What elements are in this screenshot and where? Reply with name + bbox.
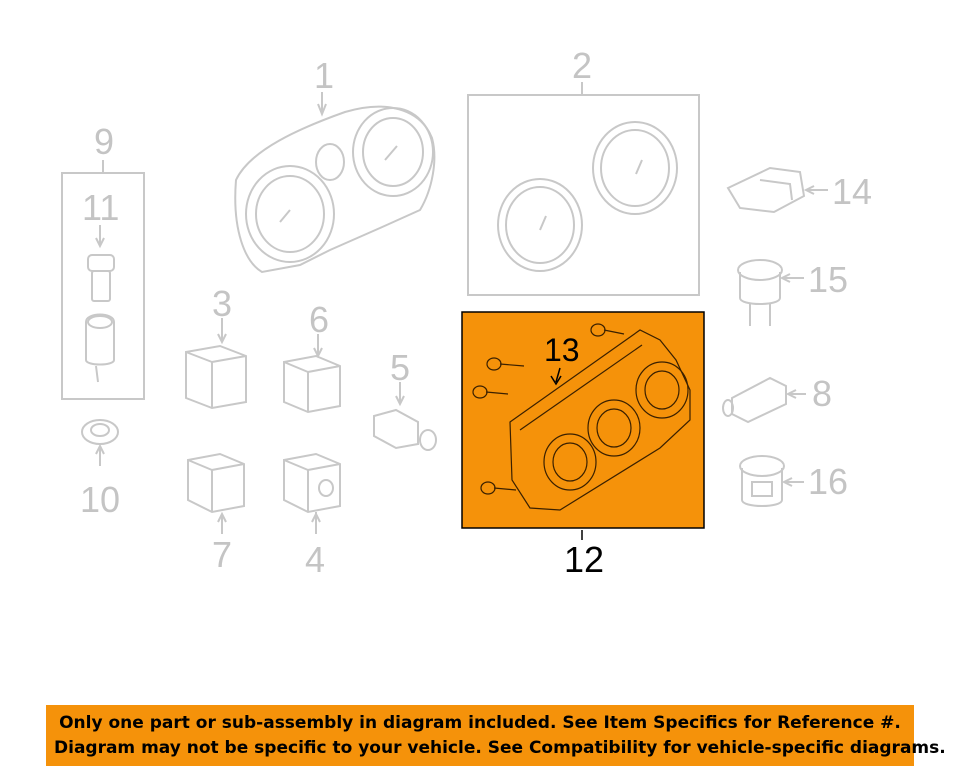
callout-2: 2 [572, 45, 593, 86]
disclaimer-line-2: Diagram may not be specific to your vehi… [54, 738, 946, 758]
disclaimer-banner: Only one part or sub-assembly in diagram… [46, 705, 946, 766]
part-2-gauges [467, 82, 700, 296]
part-16-button [739, 455, 804, 507]
callout-1: 1 [314, 55, 335, 96]
part-6-switch [283, 334, 341, 414]
part-4-switch [283, 452, 341, 534]
callout-5: 5 [390, 347, 411, 388]
callout-13: 13 [544, 332, 580, 368]
callout-7: 7 [212, 534, 233, 575]
part-14-connector [726, 166, 828, 214]
part-7-switch [187, 452, 245, 534]
callout-8: 8 [812, 373, 833, 414]
callout-4: 4 [305, 539, 326, 580]
part-3-switch [185, 318, 247, 410]
disclaimer-line-1: Only one part or sub-assembly in diagram… [59, 713, 901, 733]
callout-10: 10 [80, 479, 121, 520]
part-1-instrument-cluster [234, 92, 436, 274]
part-15-button [737, 259, 804, 326]
part-10-grommet [81, 419, 119, 466]
part-8-sensor [722, 376, 806, 424]
callout-14: 14 [832, 171, 873, 212]
callout-16: 16 [808, 461, 849, 502]
part-12-climate-control [461, 311, 705, 540]
callout-15: 15 [808, 259, 849, 300]
callout-6: 6 [309, 299, 330, 340]
part-9-11-bracket [61, 160, 145, 400]
part-5-sensor [373, 382, 437, 451]
callout-9: 9 [94, 121, 115, 162]
callout-12: 12 [564, 539, 605, 580]
callout-3: 3 [212, 283, 233, 324]
callout-11: 11 [82, 187, 120, 228]
